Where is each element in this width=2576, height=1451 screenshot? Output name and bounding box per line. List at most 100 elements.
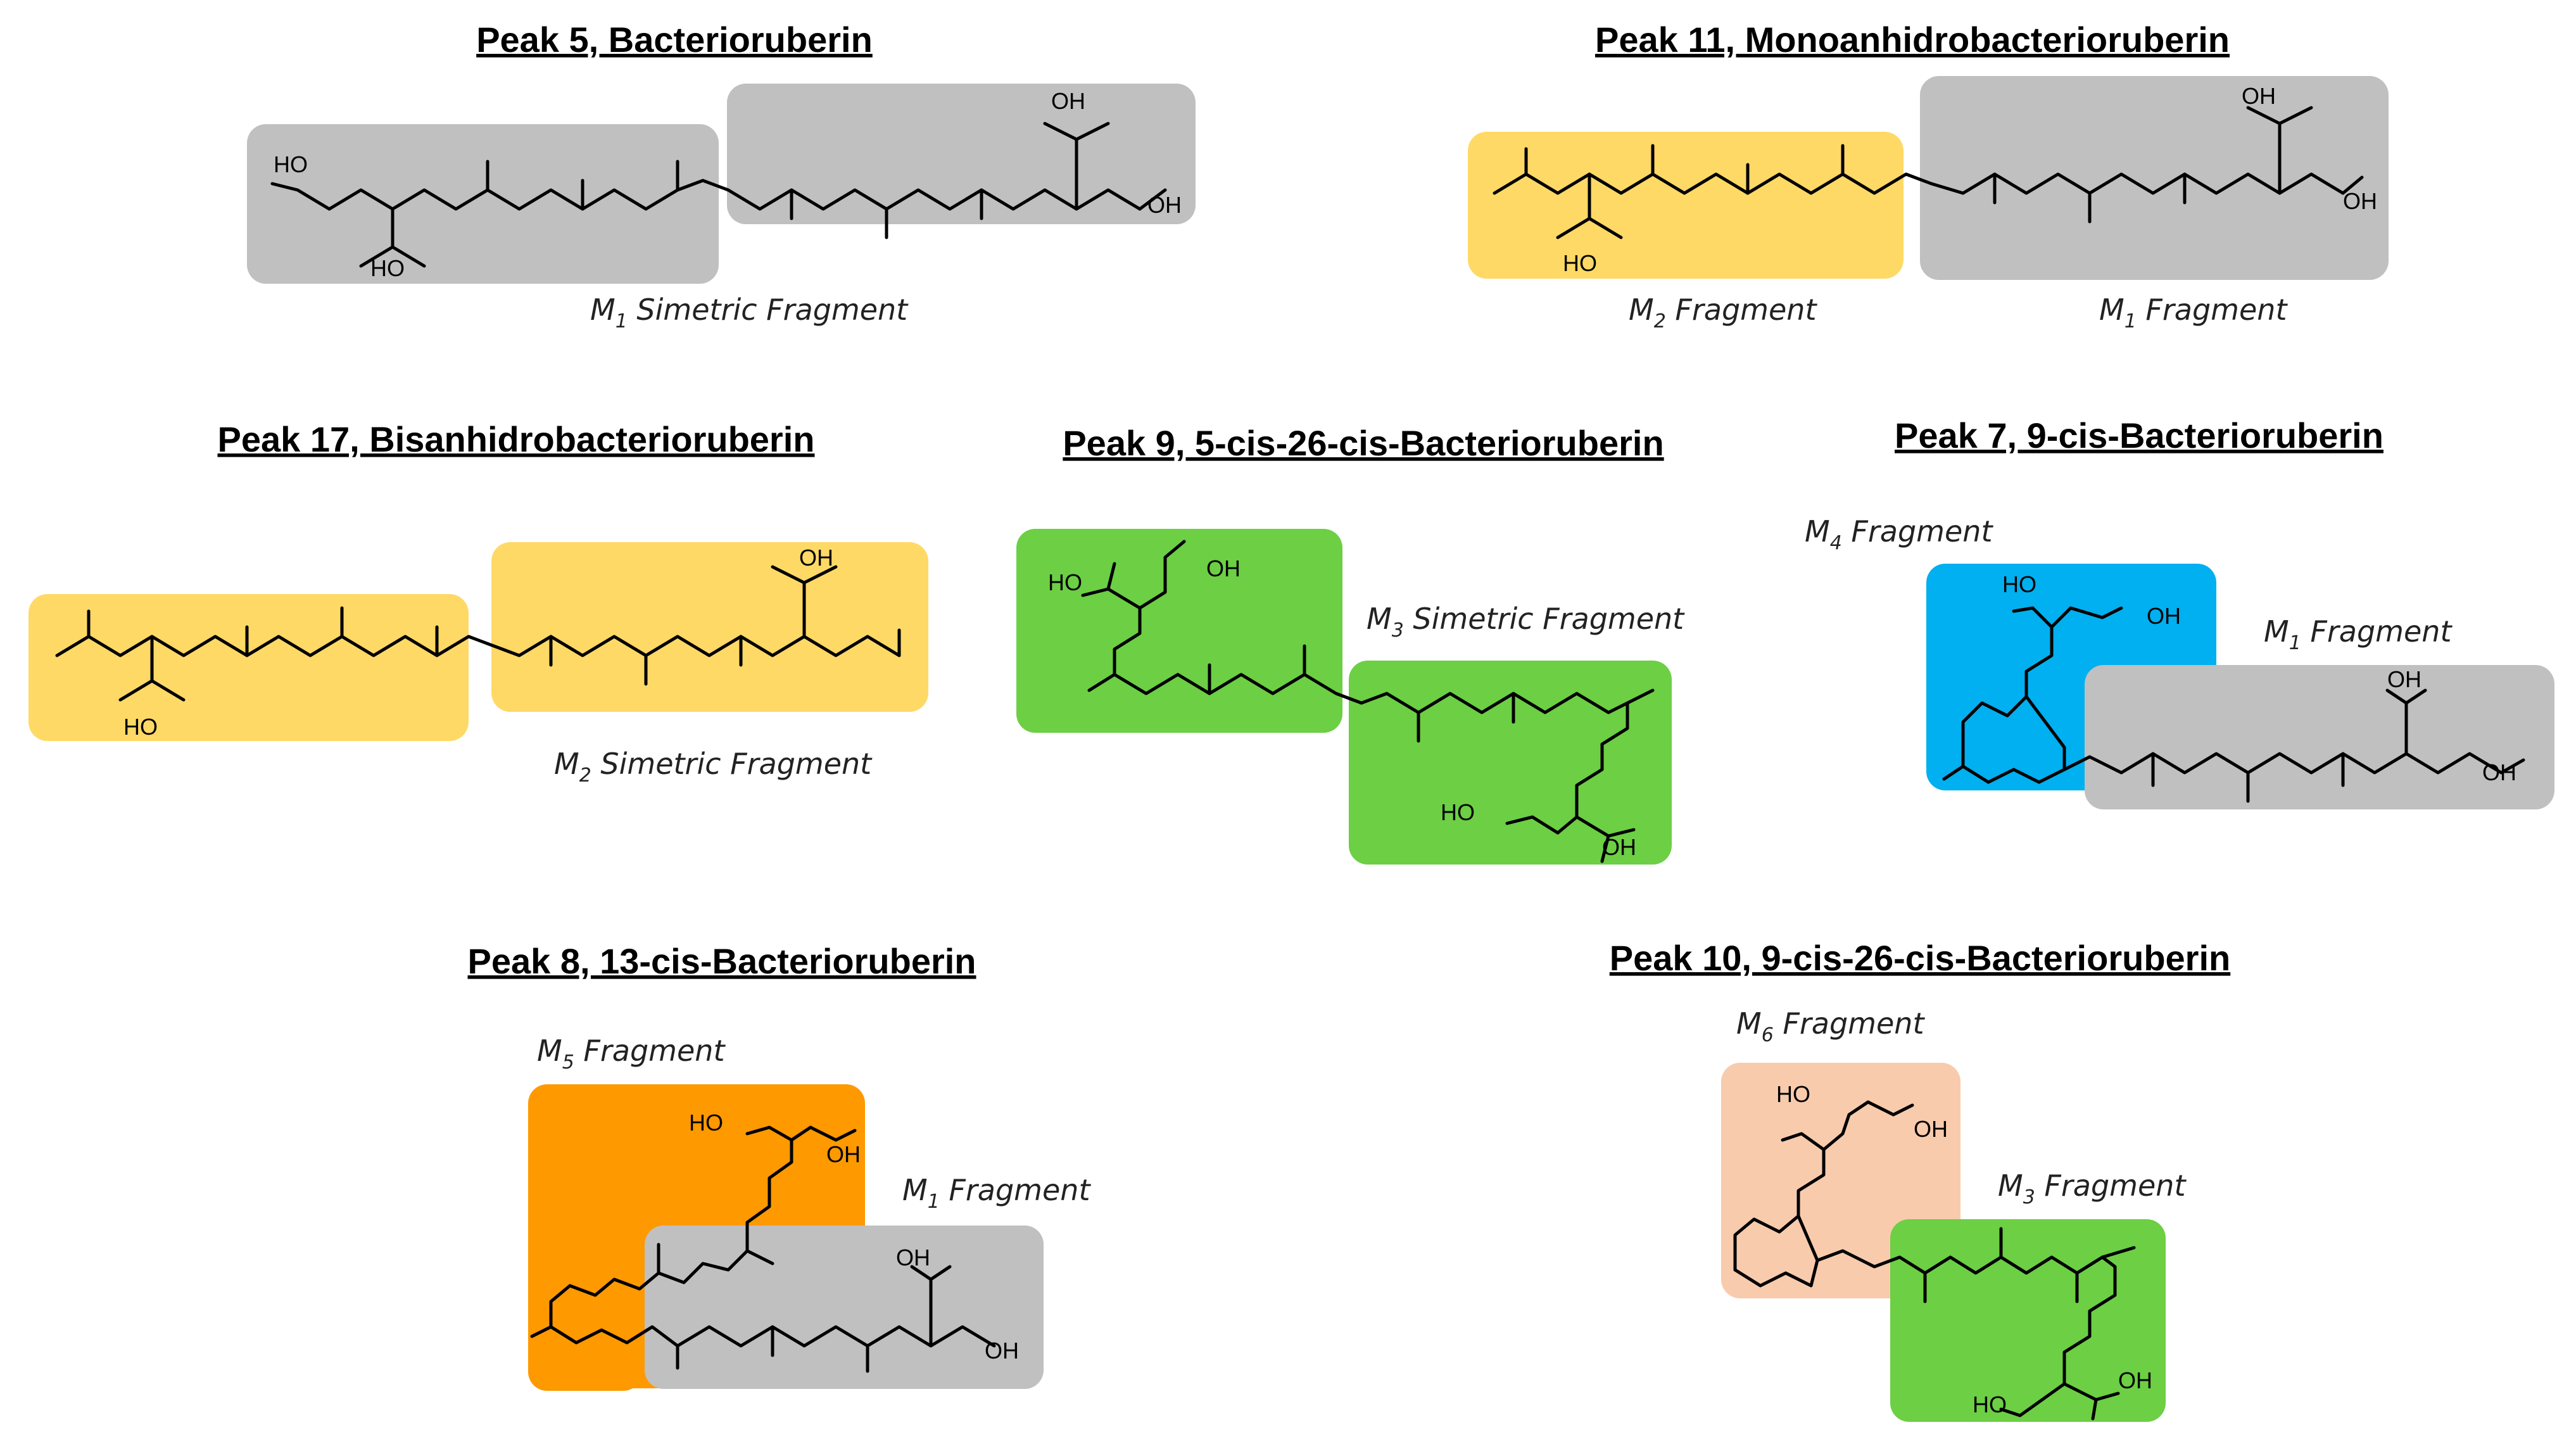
methyl-group: [1087, 673, 1116, 692]
hydroxyl-label: HO: [274, 151, 308, 177]
tert-butanol: [2091, 1398, 2098, 1421]
panel-peak-9: Peak 9, 5-cis-26-cis-Bacterioruberin HO …: [1016, 423, 1685, 865]
tert-butanol: [2499, 758, 2525, 775]
fragment-box-m1-right: [727, 84, 1196, 224]
tert-butanol: [1600, 834, 1610, 863]
molecule-5-cis-26-cis-bacterioruberin: [1081, 540, 1655, 863]
fragment-label-m2: M2 Fragment: [1629, 293, 1817, 333]
hydroxyl-label: OH: [1602, 834, 1636, 860]
peak-10-title: Peak 10, 9-cis-26-cis-Bacterioruberin: [1610, 938, 2230, 978]
methyl-group: [2100, 1246, 2136, 1259]
hydroxyl-label: OH: [2343, 188, 2377, 214]
right-tert-butanol: [1075, 122, 1110, 141]
fragment-box-m2-right: [491, 542, 928, 712]
molecule-9-cis-26-cis-bacterioruberin: [1733, 1100, 2136, 1421]
methyl-group: [745, 1249, 774, 1265]
tert-butanol: [809, 1125, 857, 1142]
tert-butanol: [2404, 688, 2427, 705]
fragment-box-m5-tail: [528, 1235, 642, 1391]
hydroxyl-label: OH: [1147, 192, 1182, 218]
fragment-box-m3: [1890, 1219, 2166, 1422]
fragment-label-m5: M5 Fragment: [537, 1034, 726, 1074]
tert-butanol: [929, 1265, 952, 1281]
methyl-group: [1626, 688, 1655, 705]
methyl-group: [1942, 764, 1965, 781]
hydroxyl-label: OH: [1051, 88, 1085, 114]
panel-peak-11: Peak 11, Monoanhidrobacterioruberin HO O…: [1468, 20, 2389, 333]
right-end-chain: [1138, 188, 1167, 211]
polyene-chain: [1493, 172, 2345, 195]
molecule-9-cis-bacterioruberin: [1942, 606, 2525, 803]
fragment-box-m1-left: [247, 124, 719, 284]
hydroxyl-label: HO: [1048, 569, 1082, 595]
polyene-chain: [55, 635, 901, 657]
tert-butanol: [2012, 606, 2054, 629]
hydroxyl-label: OH: [985, 1338, 1019, 1364]
left-tert-butanol: [1588, 217, 1623, 239]
polyene-chain: [327, 179, 1142, 211]
fragment-box-m3-left: [1016, 529, 1342, 733]
fragment-label-m6: M6 Fragment: [1736, 1006, 1925, 1046]
hydroxyl-label: OH: [799, 545, 833, 571]
molecule-monoanhidrobacterioruberin: [1493, 106, 2364, 239]
hydroxyl-label: HO: [1973, 1391, 2007, 1417]
hydroxyl-label: OH: [1914, 1116, 1948, 1142]
left-end-chain: [270, 182, 331, 211]
tert-butanol: [1866, 1100, 1914, 1117]
fragment-box-m1: [1920, 76, 2389, 280]
left-tert-butanol: [150, 679, 186, 702]
hydroxyl-label: HO: [1563, 250, 1597, 276]
hydroxyl-label: OH: [2242, 83, 2276, 109]
hydroxyl-label: HO: [370, 255, 405, 281]
hydroxyl-label: OH: [2387, 666, 2421, 692]
polyene-chain: [1733, 1100, 1870, 1272]
hydroxyl-label: HO: [1776, 1081, 1810, 1107]
fragment-label-m3-simetric: M3 Simetric Fragment: [1367, 602, 1685, 642]
molecule-13-cis-bacterioruberin: [530, 1125, 996, 1373]
left-tert-butanol: [391, 245, 426, 268]
panel-peak-10: Peak 10, 9-cis-26-cis-Bacterioruberin HO…: [1610, 938, 2230, 1422]
hydroxyl-label: HO: [123, 714, 158, 740]
peak-17-title: Peak 17, Bisanhidrobacterioruberin: [218, 419, 815, 459]
hydroxyl-label: OH: [826, 1141, 861, 1167]
tert-butanol: [2069, 606, 2123, 619]
hydroxyl-label: OH: [2118, 1367, 2152, 1393]
fragment-label-m4: M4 Fragment: [1805, 514, 1993, 554]
methyl-group: [530, 1325, 553, 1338]
peak-11-title: Peak 11, Monoanhidrobacterioruberin: [1595, 20, 2230, 60]
fragment-box-m1: [2085, 665, 2554, 809]
peak-5-title: Peak 5, Bacterioruberin: [476, 20, 873, 60]
fragment-label-m1: M1 Fragment: [2099, 293, 2288, 333]
polyene-chain: [1733, 1214, 1819, 1288]
fragment-label-m2-simetric: M2 Simetric Fragment: [554, 747, 873, 787]
hydroxyl-label: OH: [2147, 603, 2181, 629]
peak-7-title: Peak 7, 9-cis-Bacterioruberin: [1895, 415, 2383, 455]
peak-9-title: Peak 9, 5-cis-26-cis-Bacterioruberin: [1063, 423, 1664, 463]
fragment-label-m3: M3 Fragment: [1998, 1169, 2187, 1208]
tert-butanol: [1781, 1132, 1826, 1151]
polyene-chain: [1113, 673, 1629, 835]
tert-butanol: [1505, 815, 1560, 835]
fragment-label-m1: M1 Fragment: [902, 1173, 1091, 1213]
panel-peak-7: Peak 7, 9-cis-Bacterioruberin HO OH OH O…: [1805, 415, 2554, 809]
hydroxyl-label: OH: [1206, 555, 1241, 581]
panel-peak-8: Peak 8, 13-cis-Bacterioruberin HO OH OH …: [467, 941, 1091, 1391]
molecule-bacterioruberin: [270, 122, 1167, 268]
hydroxyl-label: HO: [2002, 571, 2036, 597]
right-tert-butanol: [802, 565, 838, 585]
hydroxyl-label: OH: [2482, 759, 2516, 785]
fragment-label-m1: M1 Fragment: [2264, 614, 2453, 654]
tert-butanol: [745, 1125, 793, 1142]
polyene-chain: [549, 1125, 812, 1329]
fragment-box-m1-top: [873, 1226, 1044, 1389]
molecule-bisanhidrobacterioruberin: [55, 565, 901, 702]
fragment-box-m3-right: [1349, 661, 1672, 865]
polyene-chain: [1815, 1249, 2117, 1402]
right-end-chain: [2341, 175, 2364, 195]
peak-8-title: Peak 8, 13-cis-Bacterioruberin: [467, 941, 976, 981]
fragment-label-m1-simetric: M1 Simetric Fragment: [590, 293, 909, 333]
tert-butanol: [1106, 562, 1116, 591]
hydroxyl-label: HO: [1441, 799, 1475, 825]
tert-butanol: [1999, 1398, 2044, 1417]
